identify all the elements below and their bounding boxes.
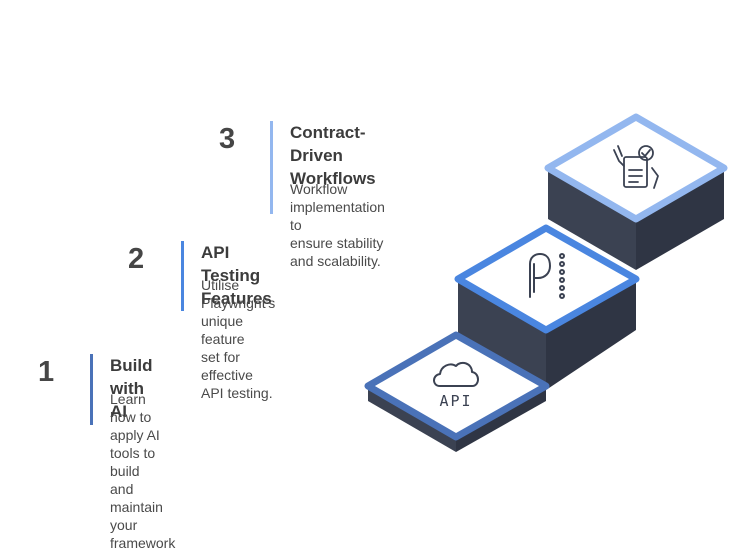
step-description-line: ensure stability and scalability. [290,235,384,269]
step-description: Workflow implementation to ensure stabil… [290,180,385,270]
step-title: Contract-Driven Workflows [290,121,376,190]
hand-checklist-icon [613,145,659,189]
step-title: API Testing Features [201,243,272,308]
step-description: Utilise Playwright's unique feature set … [201,276,275,402]
step-number: 1 [38,356,55,388]
step-description-line: Workflow implementation to [290,181,385,233]
cloud-api-icon: API [433,361,479,410]
step-number: 3 [219,123,236,155]
step-accent-bar [181,241,184,311]
api-icon-label: API [439,392,472,410]
step-description-line: set for effective API testing. [201,349,273,401]
step-title: Build with AI [110,356,153,421]
step-number: 2 [128,243,145,275]
playwright-logo-icon [529,252,565,299]
step-description-line: Learn how to apply AI tools to build [110,391,160,479]
step-accent-bar [270,121,273,214]
step-accent-bar [90,354,93,425]
step-title-line: Workflows [290,169,376,188]
step-description-line: Utilise Playwright's unique feature [201,277,276,347]
staircase-diagram: API [364,113,728,452]
step-2-block [454,224,640,390]
step-title-line: Contract-Driven [290,123,366,165]
step-3-block [544,113,728,270]
